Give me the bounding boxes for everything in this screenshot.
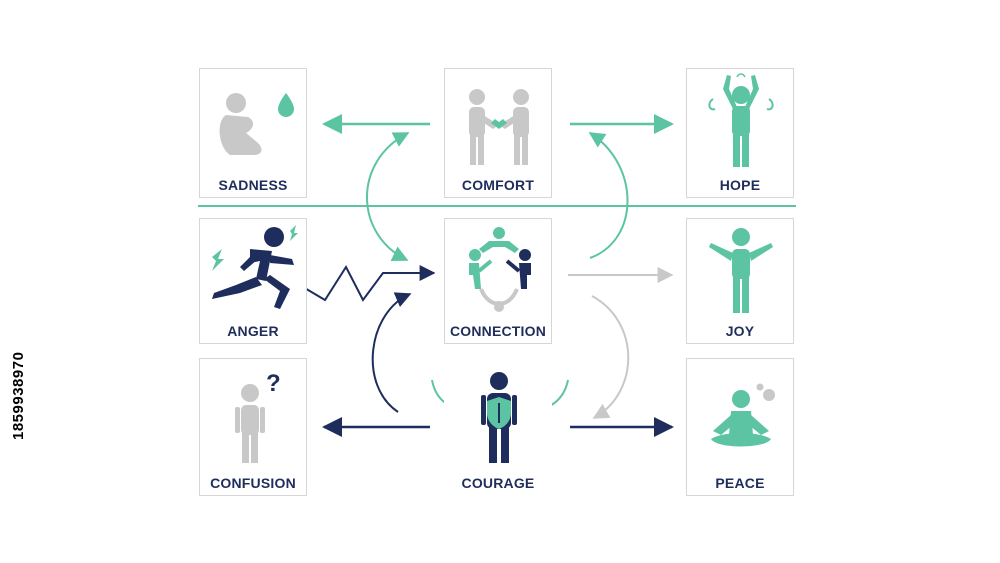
node-label-confusion: CONFUSION <box>210 475 296 491</box>
running-person-with-lightning-icon <box>212 225 298 309</box>
person-arms-raised-icon <box>708 73 774 167</box>
arrow-curve-connection-to-courage <box>591 295 630 419</box>
people-in-circle-icon <box>469 227 531 312</box>
card-sadness: SADNESS <box>199 68 307 198</box>
node-label-courage: COURAGE <box>461 475 535 491</box>
arrow-curve-comfort-connection-left <box>366 132 410 261</box>
node-label-joy: JOY <box>725 323 755 339</box>
card-confusion: ? CONFUSION <box>199 358 307 496</box>
divider-line <box>198 205 796 207</box>
node-label-hope: HOPE <box>719 177 761 193</box>
meditating-person-icon <box>711 383 775 447</box>
card-joy: JOY <box>686 218 794 344</box>
person-with-question-mark-icon: ? <box>235 370 281 463</box>
card-hope: HOPE <box>686 68 794 198</box>
two-people-shaking-hands-icon <box>469 89 529 165</box>
person-arms-open-icon <box>709 228 773 313</box>
card-anger: ANGER <box>199 218 307 344</box>
arrow-anger-to-connection <box>302 264 436 302</box>
node-label-sadness: SADNESS <box>218 177 288 193</box>
svg-text:?: ? <box>266 370 281 397</box>
node-label-anger: ANGER <box>227 323 279 339</box>
card-comfort: COMFORT <box>444 68 552 198</box>
card-peace: PEACE <box>686 358 794 496</box>
node-label-connection: CONNECTION <box>449 323 547 339</box>
arrow-curve-connection-to-comfort-right <box>588 132 629 259</box>
crouching-person-with-teardrop-icon <box>219 93 294 155</box>
node-label-comfort: COMFORT <box>461 177 535 193</box>
person-with-shield-icon <box>481 372 517 463</box>
arrow-curve-courage-to-connection <box>371 292 412 413</box>
card-courage: COURAGE <box>444 358 552 496</box>
stock-image-id: 1859938970 <box>10 351 27 440</box>
node-label-peace: PEACE <box>715 475 765 491</box>
card-connection: CONNECTION <box>444 218 552 344</box>
